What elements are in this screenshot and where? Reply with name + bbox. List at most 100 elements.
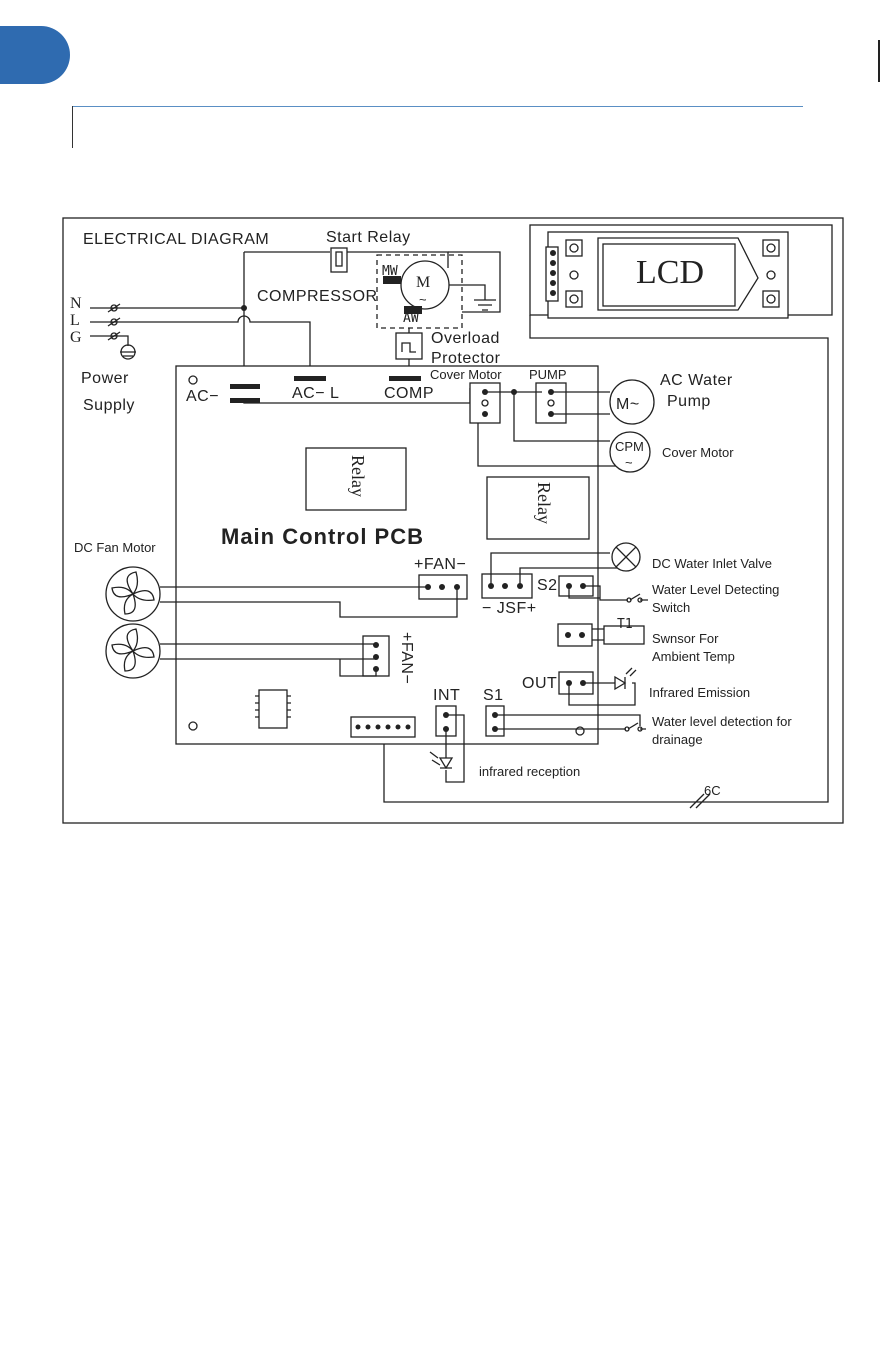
compressor-ground-wire [449, 284, 486, 300]
lcd-ribbon-connector [350, 716, 416, 738]
pcb-hole-tl [188, 375, 198, 385]
ir-emitter-rays [625, 667, 637, 677]
cover-motor-connector-label: Cover Motor [430, 367, 502, 382]
ir-reception-label: infrared reception [479, 764, 580, 779]
cable-break-mark [689, 793, 711, 809]
compressor-motor-m: M [416, 274, 431, 291]
compressor-motor-tilde: ~ [419, 292, 427, 307]
ir-receiver-rays [429, 751, 441, 766]
out-label: OUT [522, 675, 557, 692]
fan-icon [105, 623, 161, 679]
start-relay-label: Start Relay [326, 229, 411, 246]
fan-side-pin-1 [373, 642, 379, 648]
ac-n-label: AC− [186, 388, 219, 405]
lcd-connector-pins [550, 250, 556, 296]
drainage-label-1: Water level detection for [652, 714, 792, 729]
pcb-hole-br [575, 726, 585, 736]
section-header-rule [72, 106, 803, 107]
s2-label: S2 [537, 577, 558, 594]
pump-pin-2 [547, 399, 555, 407]
cpm-tilde: ~ [625, 455, 633, 470]
ac-n-terminal-1 [230, 384, 260, 389]
terminal-markers [107, 303, 121, 341]
ac-water-pump-motor [609, 379, 655, 425]
drainage-label-2: drainage [652, 732, 703, 747]
diagram-title: ELECTRICAL DIAGRAM [83, 231, 269, 248]
lcd-cable [383, 315, 829, 803]
wire-t1 [592, 628, 604, 641]
ac-n-terminal-2 [230, 398, 260, 403]
comp-terminal [389, 376, 421, 381]
wire-pump [551, 391, 610, 415]
ic-chip [258, 689, 288, 729]
overload-label-1: Overload [431, 330, 500, 347]
junction-n [241, 305, 247, 311]
inlet-valve-label: DC Water Inlet Valve [652, 556, 772, 571]
start-relay-contact [335, 251, 343, 267]
wire-int [445, 714, 465, 783]
t1-connector [557, 623, 593, 647]
lcd-mount-tr [762, 239, 780, 257]
compressor-housing [376, 254, 463, 329]
lcd-screen-outline [597, 237, 759, 311]
lcd-hole-br [766, 294, 776, 304]
s1-label: S1 [483, 687, 504, 704]
lcd-ribbon-pins [355, 724, 411, 730]
cover-motor [609, 431, 651, 473]
t1-pin-1 [565, 632, 571, 638]
ac-water-pump-label-1: AC Water [660, 372, 733, 389]
fan-top-pin-2 [439, 584, 445, 590]
wire-fan-top [160, 586, 458, 618]
comp-label: COMP [384, 385, 434, 402]
fan-connector-top-label: +FAN− [414, 556, 466, 573]
chapter-tab [0, 26, 70, 84]
t1-label: T1 [617, 617, 633, 632]
mw-label: MW [382, 264, 398, 279]
aw-terminal [404, 306, 422, 314]
pump-motor-symbol: M~ [616, 396, 640, 413]
ac-l-terminal [294, 376, 326, 381]
cover-pin-3 [482, 411, 488, 417]
water-level-label-2: Switch [652, 600, 690, 615]
s1-switch-node-2 [637, 726, 643, 732]
sensor-label-2: Ambient Temp [652, 649, 735, 664]
ir-emission-label: Infrared Emission [649, 685, 750, 700]
relay-1-label: Relay [348, 455, 368, 497]
aw-label: AW [403, 311, 419, 326]
lcd-hole-tl [569, 243, 579, 253]
lcd-hole-mr [766, 270, 776, 280]
s2-switch-node-2 [637, 597, 643, 603]
t1-pin-2 [579, 632, 585, 638]
edge-mark [878, 40, 880, 82]
wire-inlet-valve [490, 552, 630, 586]
section-header-bracket [72, 106, 73, 148]
overload-symbol [401, 342, 416, 353]
ir-receiver-icon [438, 757, 454, 770]
lcd-mount-br [762, 290, 780, 308]
power-supply-label-2: Supply [83, 397, 135, 414]
water-level-label-1: Water Level Detecting [652, 582, 779, 597]
pump-connector-label: PUMP [529, 367, 567, 382]
wire-s1 [495, 714, 641, 730]
cpm-label: CPM [615, 439, 644, 454]
compressor-label: COMPRESSOR [257, 288, 378, 305]
wire-count-label: 6C [704, 783, 721, 798]
wire-out [568, 682, 636, 706]
compressor-ground-icon [474, 299, 496, 311]
relay-1 [305, 447, 407, 511]
relay-2 [486, 476, 590, 540]
ground-icon-lines [120, 351, 136, 357]
ac-l-label: AC− L [292, 385, 339, 402]
sensor-label-1: Swnsor For [652, 631, 719, 646]
wire-s2 [568, 585, 620, 601]
main-pcb-label: Main Control PCB [221, 524, 424, 549]
jsf-label: − JSF+ [482, 600, 537, 617]
line-g-label: G [70, 329, 82, 346]
overload-protector [395, 332, 423, 360]
fan-icon [105, 566, 161, 622]
wire-relay-return [448, 251, 501, 313]
lcd-mount-tl [565, 239, 583, 257]
overload-label-2: Protector [431, 350, 501, 367]
